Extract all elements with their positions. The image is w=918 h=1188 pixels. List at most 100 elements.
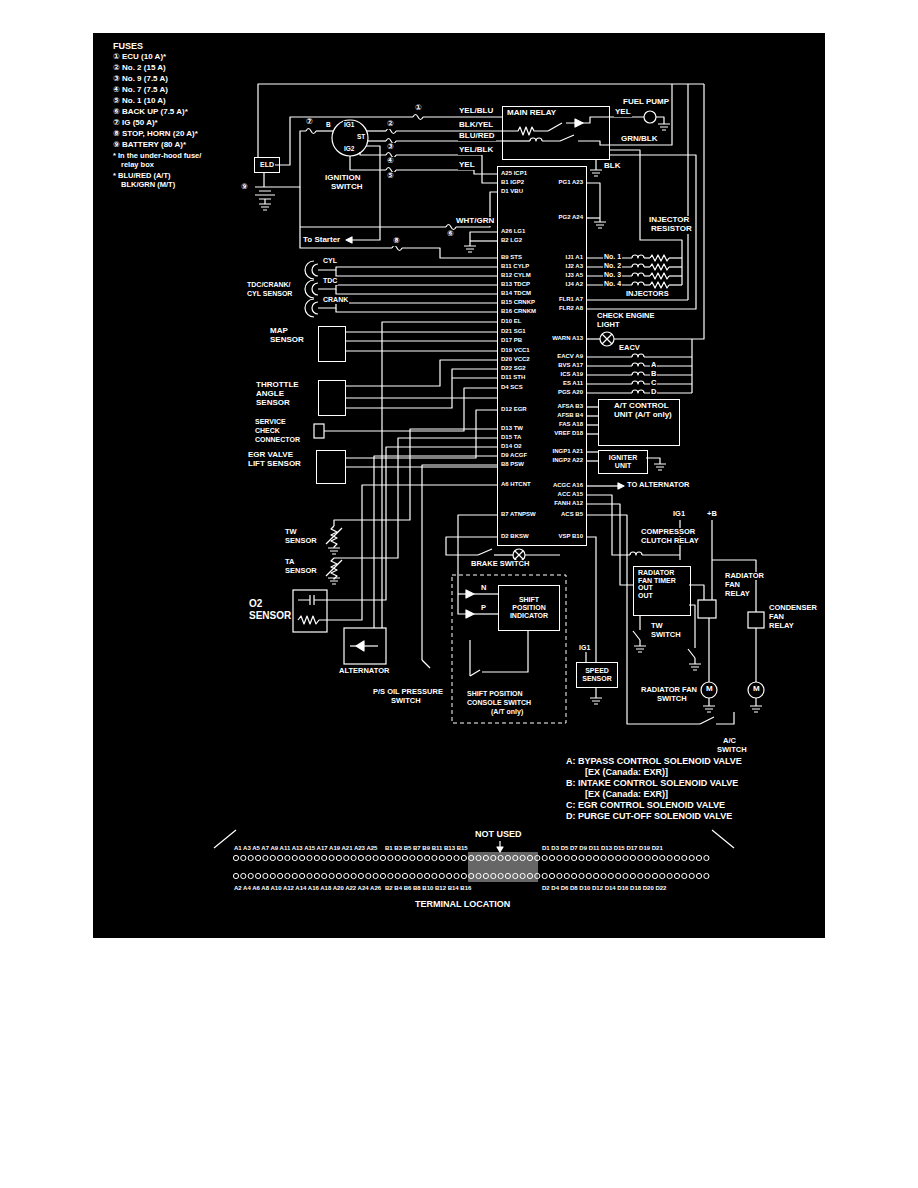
fuse-callout: ① [414,104,423,113]
terminal-pin [358,873,363,878]
terminal-pin [469,855,474,860]
terminal-pin [270,855,275,860]
arrowhead [497,847,503,852]
radiator-fan-timer-box: RADIATOR FAN TIMEROUTOUT [633,566,691,616]
terminal-pin [623,873,628,878]
terminal-pin [314,873,319,878]
pin-name: VREF D18 [553,430,584,437]
pin-name: B16 CRNKM [500,308,537,315]
wire [346,410,497,458]
wire [587,392,632,393]
wire [644,257,650,258]
node-label: RADIATOR FAN TIMER [637,569,687,584]
terminal-pin [594,855,599,860]
wire [367,140,386,141]
diagram-label: TERMINAL LOCATION [414,900,511,910]
wire [716,712,734,724]
terminal-pin [579,873,584,878]
diagram-label: COMPRESSOR [640,528,696,536]
thermistor-arrow [326,560,342,576]
fuse-symbol [306,129,316,134]
relay-symbol [698,600,716,618]
wire [669,266,682,267]
terminal-pin [278,855,283,860]
pin-name: D11 STH [500,374,526,381]
terminal-pin [535,855,540,860]
pin-name: FAS A18 [558,421,584,428]
node-label: A/T CONTROL UNIT (A/T only) [613,402,676,420]
wire [587,515,700,724]
diagram-label: TW [284,528,298,536]
terminal-pin [233,855,238,860]
wire [402,248,497,258]
terminal-pin [623,855,628,860]
terminal-pin [373,855,378,860]
service-check-connector-symbol [314,424,324,438]
terminal-pin [439,855,444,860]
pin-name: ACGC A16 [552,482,584,489]
diagram-label: M [752,685,761,694]
speed-sensor-box: SPEED SENSOR [576,662,618,688]
diagram-label: C [650,379,657,387]
diagram-label: INJECTORS [625,290,670,298]
wire [644,275,650,276]
pickup-shield-symbol [305,299,314,317]
wire [258,84,704,157]
wire [456,192,497,227]
diagram-label: NOT USED [474,830,523,840]
diagram-label: ⑨ BATTERY (80 A)* [112,141,187,150]
pin-name: AFSA B3 [557,403,584,410]
diagram-label: ④ No. 7 (7.5 A) [112,86,169,95]
diagram-label: TA [284,558,295,566]
diagram-label: CHECK ENGINE [596,312,656,320]
diagram-label: SWITCH [390,697,422,705]
diagram-label: CONNECTOR [254,436,301,444]
diagram-label: SENSOR [248,610,292,621]
wire [587,504,633,585]
wire [324,388,497,431]
ground-symbol [750,706,762,712]
wire [595,688,596,698]
diagram-label: C: EGR CONTROL SOLENOID VALVE [565,801,726,811]
o2-heater-symbol [298,616,327,624]
ground-symbol [259,204,271,210]
wire [614,338,692,339]
pin-name: B8 PSW [500,461,525,468]
diode-symbol [466,590,474,598]
terminal-pin [344,855,349,860]
wire [474,613,498,614]
wire-connector [587,460,598,461]
thermistor-symbol [331,526,337,548]
wire [644,266,650,267]
wire [382,322,497,628]
diagram-label: RADIATOR FAN [640,686,698,694]
terminal-pin [645,855,650,860]
arrowhead [618,483,624,489]
pin-name: VSP B10 [557,533,584,540]
terminal-pin [498,873,503,878]
wire [350,645,378,646]
wire [656,117,664,124]
diagram-label: RELAY [768,622,795,630]
wire [334,429,497,526]
terminal-pin [447,855,452,860]
pin-name: B11 CYLP [500,263,530,270]
terminal-pin [380,855,385,860]
node-label: THROTTLE ANGLE SENSOR [255,381,315,407]
diagram-label: WHT/GRN [455,217,495,226]
terminal-pin [491,855,496,860]
terminal-pin [704,855,709,860]
unused-terminals-shade [468,852,538,882]
diagram-label: ① ECU (10 A)* [112,53,167,62]
diagram-label: B [650,370,657,378]
main-relay-box: MAIN RELAY [502,106,610,160]
arrowhead [346,237,352,243]
lamp-cross [602,334,612,344]
terminal-pin [608,855,613,860]
diagram-label: FUEL PUMP [622,98,670,107]
diagram-label: YEL [458,161,476,170]
terminal-pin [454,855,459,860]
diagram-label: A1 A3 A5 A7 A9 A11 A13 A15 A17 A19 A21 A… [233,845,378,852]
wire [502,140,530,141]
node-label: EGR VALVE LIFT SENSOR [247,451,313,469]
